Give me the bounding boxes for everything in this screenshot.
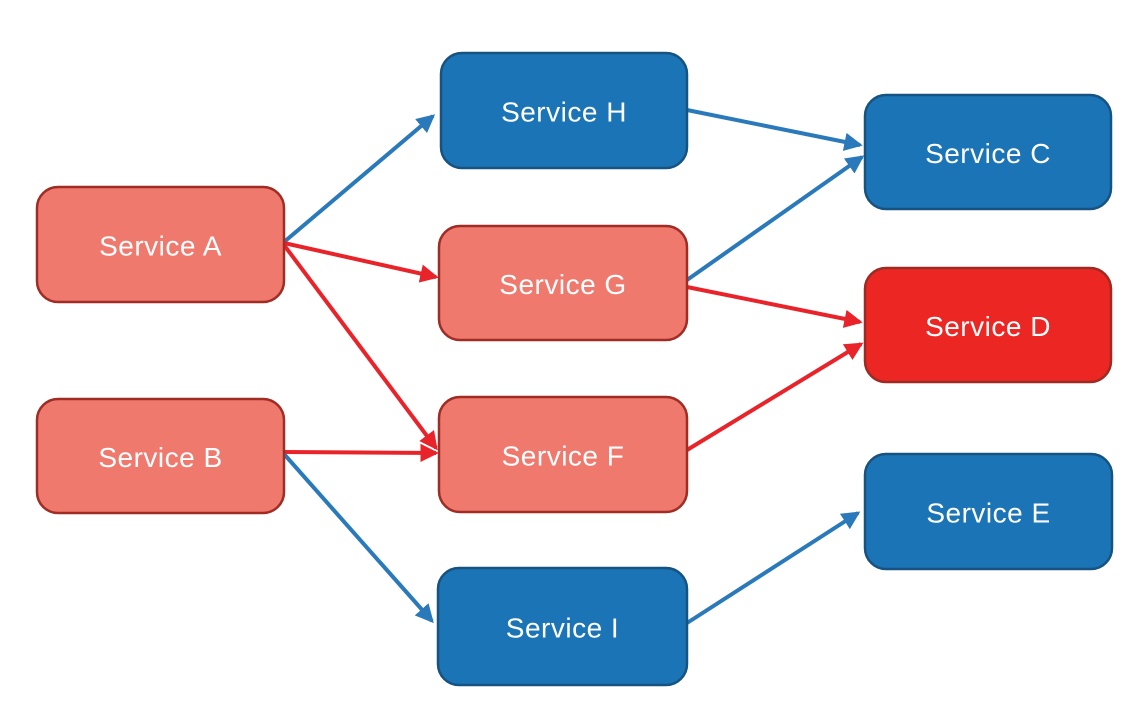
node-service-i-box (436, 566, 689, 687)
edge-service-h-to-service-c (686, 108, 863, 151)
node-service-d-label: Service D (925, 311, 1051, 342)
node-service-d: Service D (863, 266, 1113, 384)
edge-service-b-to-service-f (283, 443, 439, 463)
node-service-f: Service F (437, 395, 689, 514)
node-service-a: Service A (35, 185, 286, 304)
edge-service-g-to-service-c (685, 155, 865, 282)
node-service-c: Service C (863, 93, 1113, 211)
edge-service-i-to-service-e (685, 511, 861, 625)
node-service-e-box (863, 452, 1114, 571)
node-service-e: Service E (863, 452, 1114, 571)
edge-service-b-to-service-i (282, 452, 434, 624)
node-service-h-box (439, 51, 689, 170)
node-service-g: Service G (437, 224, 689, 342)
node-service-c-box (863, 93, 1113, 211)
node-service-g-label: Service G (499, 269, 626, 300)
node-service-i: Service I (436, 566, 689, 687)
node-service-b-label: Service B (98, 442, 222, 473)
edge-service-g-to-service-d (686, 285, 863, 328)
node-service-d-box (863, 266, 1113, 384)
node-service-c-label: Service C (925, 138, 1051, 169)
node-service-b: Service B (35, 397, 286, 515)
node-service-h: Service H (439, 51, 689, 170)
node-service-a-label: Service A (99, 231, 222, 262)
node-service-a-box (35, 185, 286, 304)
node-service-b-box (35, 397, 286, 515)
edge-service-a-to-service-f (282, 243, 438, 451)
node-service-f-label: Service F (502, 441, 625, 472)
edge-service-f-to-service-d (685, 342, 864, 452)
edge-service-a-to-service-h (282, 114, 436, 244)
node-service-h-label: Service H (501, 97, 627, 128)
node-service-g-box (437, 224, 689, 342)
edge-service-a-to-service-g (283, 241, 439, 283)
node-service-i-label: Service I (506, 613, 619, 644)
node-service-e-label: Service E (926, 498, 1050, 529)
node-service-f-box (437, 395, 689, 514)
